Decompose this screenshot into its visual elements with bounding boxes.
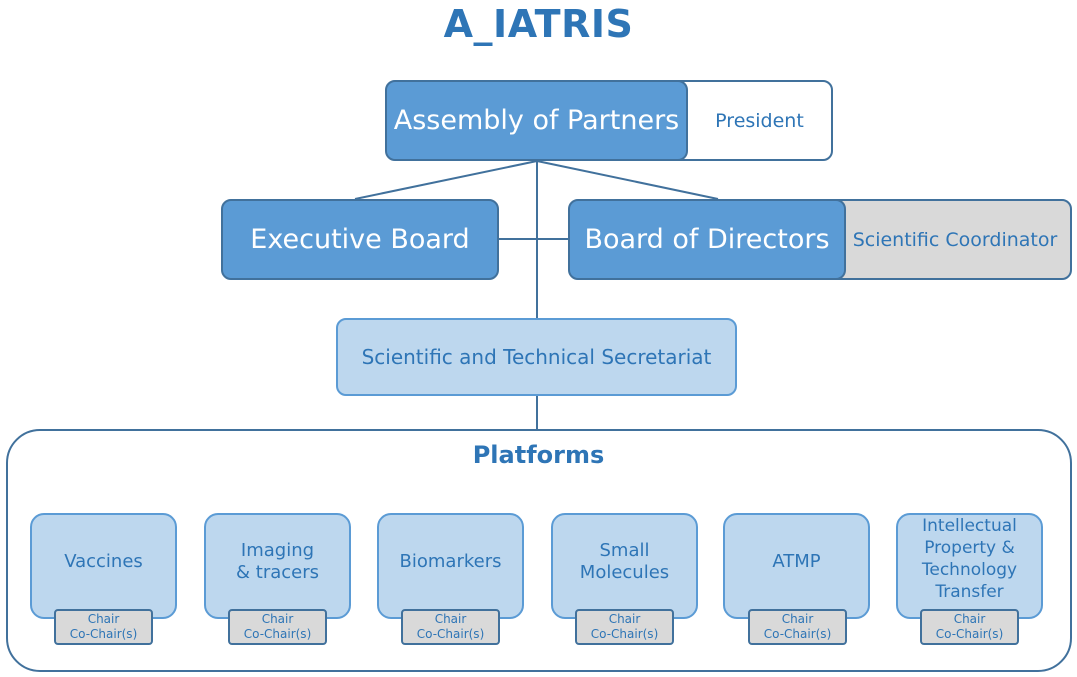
scientific-coordinator-box: Scientific Coordinator — [830, 199, 1072, 280]
diagram-title: A_IATRIS — [443, 2, 634, 46]
platform-name: Biomarkers — [399, 551, 502, 572]
line-assembly-executive — [354, 160, 538, 200]
chair-label: Chair — [953, 612, 986, 626]
platform-name: Vaccines — [64, 551, 143, 572]
cochair-label: Co-Chair(s) — [763, 627, 832, 641]
platforms-container — [6, 429, 1072, 672]
platform-ip-technology-transfer: Intellectual Property & Technology Trans… — [896, 513, 1043, 619]
assembly-of-partners-label: Assembly of Partners — [393, 105, 680, 136]
chair-tag-small-molecules: Chair Co-Chair(s) — [575, 609, 674, 645]
board-of-directors-label: Board of Directors — [584, 224, 830, 255]
platform-name: ATMP — [772, 551, 821, 572]
executive-board-label: Executive Board — [250, 224, 470, 255]
platform-name: Intellectual Property & Technology Trans… — [921, 516, 1018, 602]
chair-tag-biomarkers: Chair Co-Chair(s) — [401, 609, 500, 645]
platform-imaging-tracers: Imaging & tracers — [204, 513, 351, 619]
platform-biomarkers: Biomarkers — [377, 513, 524, 619]
president-box: President — [672, 80, 833, 161]
assembly-of-partners-box: Assembly of Partners — [385, 80, 688, 161]
board-of-directors-box: Board of Directors — [568, 199, 846, 280]
cochair-label: Co-Chair(s) — [416, 627, 485, 641]
chair-label: Chair — [87, 612, 120, 626]
platform-atmp: ATMP — [723, 513, 870, 619]
cochair-label: Co-Chair(s) — [935, 627, 1004, 641]
cochair-label: Co-Chair(s) — [243, 627, 312, 641]
platform-small-molecules: Small Molecules — [551, 513, 698, 619]
chair-tag-vaccines: Chair Co-Chair(s) — [54, 609, 153, 645]
executive-board-box: Executive Board — [221, 199, 499, 280]
line-assembly-directors — [536, 160, 719, 200]
platform-vaccines: Vaccines — [30, 513, 177, 619]
chair-label: Chair — [434, 612, 467, 626]
platforms-heading: Platforms — [472, 441, 605, 469]
chair-tag-atmp: Chair Co-Chair(s) — [748, 609, 847, 645]
president-label: President — [715, 109, 804, 132]
secretariat-label: Scientific and Technical Secretariat — [361, 345, 712, 369]
secretariat-box: Scientific and Technical Secretariat — [336, 318, 737, 396]
chair-label: Chair — [781, 612, 814, 626]
scientific-coordinator-label: Scientific Coordinator — [852, 228, 1058, 251]
platform-name: Imaging & tracers — [236, 540, 319, 583]
cochair-label: Co-Chair(s) — [590, 627, 659, 641]
chair-tag-imaging: Chair Co-Chair(s) — [228, 609, 327, 645]
chair-label: Chair — [608, 612, 641, 626]
platform-name: Small Molecules — [579, 540, 670, 583]
chair-label: Chair — [261, 612, 294, 626]
cochair-label: Co-Chair(s) — [69, 627, 138, 641]
chair-tag-ip: Chair Co-Chair(s) — [920, 609, 1019, 645]
